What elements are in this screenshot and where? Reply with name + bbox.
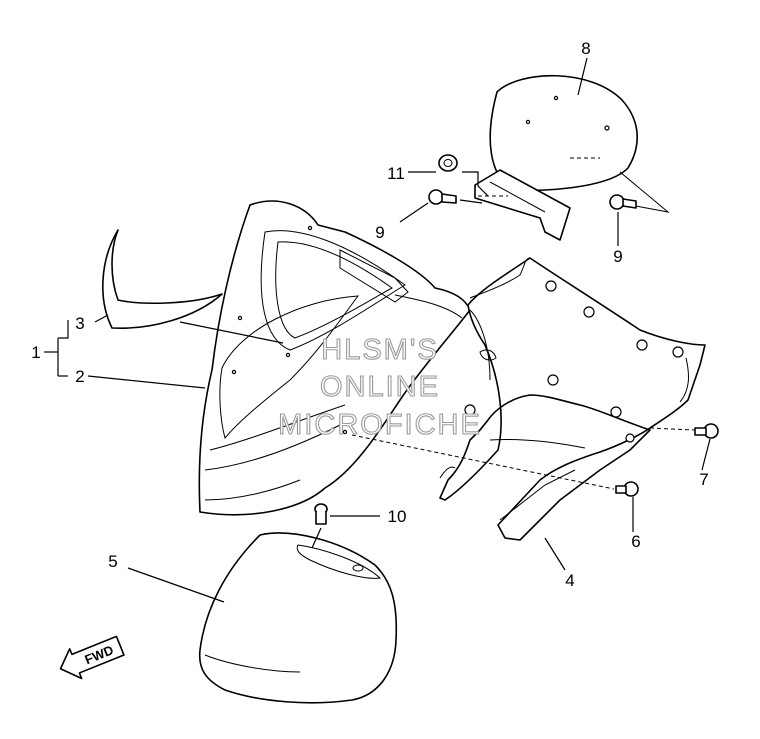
screw-part-9-right[interactable]: [609, 194, 637, 210]
label-part-9-right: 9: [613, 247, 622, 266]
label-part-11: 11: [387, 164, 405, 183]
screw-part-6[interactable]: [615, 481, 639, 497]
front-cowl-part-2[interactable]: [198, 200, 471, 516]
inner-panel-part-4[interactable]: [439, 257, 706, 541]
fwd-direction-arrow: FWD: [59, 635, 125, 680]
label-part-9-left: 9: [375, 223, 384, 242]
grommet-part-11[interactable]: [438, 154, 489, 197]
label-part-1: 1: [31, 343, 40, 362]
screw-part-9-left[interactable]: [428, 189, 483, 205]
watermark-line-1: HLSM'S: [321, 334, 438, 366]
decal-part-3[interactable]: [102, 229, 223, 329]
label-part-8: 8: [581, 39, 590, 58]
label-part-3: 3: [75, 314, 84, 333]
label-part-4: 4: [565, 571, 574, 590]
part-number-labels: 8 11 9 9 3 1 2 10 5 6 7 4: [31, 39, 708, 590]
watermark-line-3: MICROFICHE: [278, 409, 482, 441]
screw-part-7[interactable]: [694, 423, 719, 439]
label-part-2: 2: [75, 367, 84, 386]
leader-lines: [44, 57, 711, 603]
assembly-guide-lines: [351, 195, 695, 490]
bolt-part-10[interactable]: [311, 503, 328, 549]
front-fender-part-5[interactable]: [198, 532, 398, 704]
label-part-5: 5: [108, 552, 117, 571]
label-part-7: 7: [699, 470, 708, 489]
visor-part-8[interactable]: [474, 74, 670, 241]
label-part-10: 10: [388, 507, 407, 526]
watermark: HLSM'S ONLINE MICROFICHE: [278, 333, 482, 441]
watermark-line-2: ONLINE: [320, 371, 440, 403]
label-part-6: 6: [631, 532, 640, 551]
